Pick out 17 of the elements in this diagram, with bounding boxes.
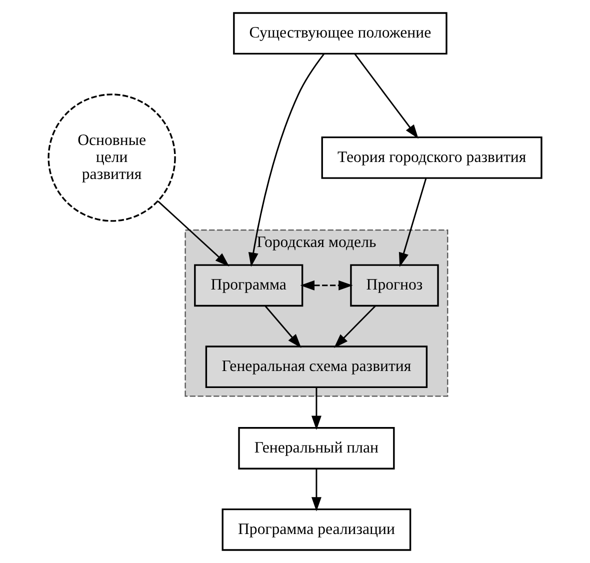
arrow (248, 53, 325, 267)
node-box: Существующее положение (233, 12, 448, 55)
node-box: Программа (194, 264, 304, 307)
arrow (300, 280, 353, 290)
node-box: Прогноз (350, 264, 439, 307)
node-box: Программа реализации (222, 508, 412, 551)
arrow (311, 388, 322, 430)
node-circle: Основные цели развития (48, 94, 176, 222)
node-box: Теория городского развития (321, 136, 542, 179)
arrow (158, 200, 230, 267)
arrow (264, 306, 302, 348)
arrow (334, 306, 376, 348)
arrow (398, 178, 427, 267)
arrow (311, 468, 322, 512)
arrow (354, 54, 418, 139)
node-box: Генеральная схема развития (205, 346, 428, 388)
node-box: Генеральный план (238, 427, 395, 470)
